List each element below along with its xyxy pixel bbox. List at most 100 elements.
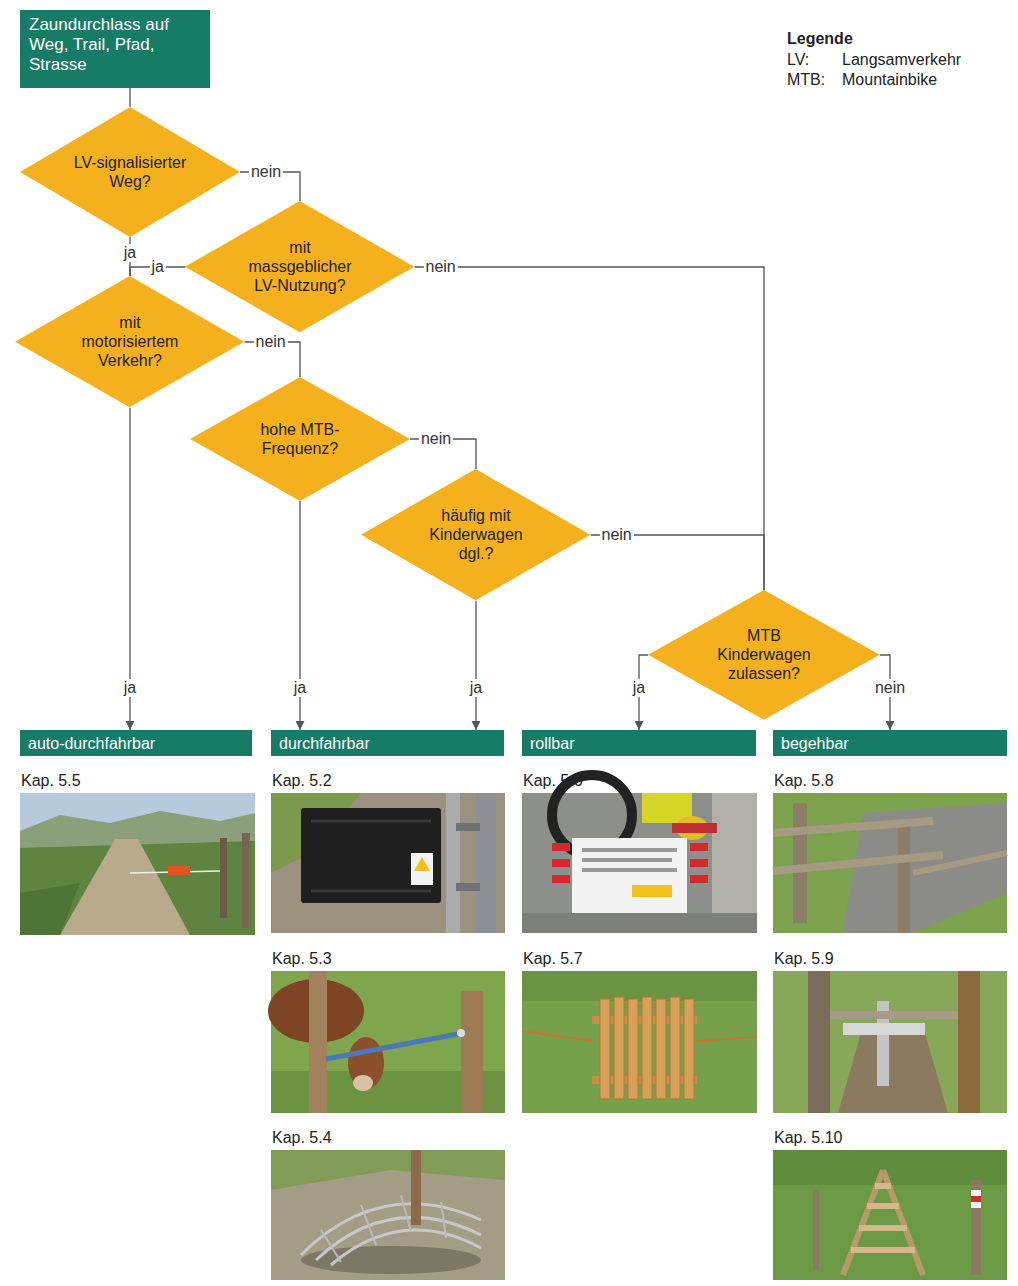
photo-ladder-stile-part (773, 1150, 1007, 1185)
connector (475, 601, 476, 730)
photo-slat-gate-part (642, 997, 652, 1099)
photo-grid-ramp-part (331, 1230, 481, 1265)
decision-diamond: hohe MTB-Frequenz? (190, 377, 410, 501)
chapter-ref: Kap. 5.5 (21, 772, 81, 790)
photo-bike-sign-part (582, 848, 677, 852)
photo-ladder-stile-part (773, 1150, 1007, 1280)
photo-fence-rails-part (913, 853, 1007, 873)
diamond-outline (20, 107, 240, 237)
photo-swing-gate-part (446, 793, 460, 933)
edge-label: ja (468, 679, 484, 697)
photo-ladder-stile-part (813, 1190, 819, 1270)
diamond-outline (190, 377, 410, 501)
photo-ladder-stile-part (859, 1225, 907, 1231)
decision-diamond-text: mit motorisiertem Verkehr? (72, 313, 188, 370)
photo-slat-gate-part (614, 997, 624, 1099)
decision-diamond-text: mit massgeblicher LV-Nutzung? (242, 238, 358, 295)
connector (129, 88, 130, 107)
photo-fence-rails-part (773, 855, 943, 871)
photo-ladder-stile (773, 1150, 1007, 1280)
photo-fence-rails-part (773, 821, 933, 833)
photo-cow-bar-part (309, 971, 327, 1113)
result-band: durchfahrbar (271, 730, 504, 756)
photo-bike-sign-part (582, 868, 677, 872)
photo-swing-gate-part (301, 808, 441, 903)
photo-grid-ramp-part (271, 1150, 505, 1190)
photo-grid-ramp-part (411, 1150, 421, 1225)
result-band: rollbar (522, 730, 756, 756)
result-band: auto-durchfahrbar (20, 730, 252, 756)
photo-fence-rails-part (773, 793, 1007, 933)
photo-slat-gate-part (522, 971, 757, 1113)
legend-abbreviation: LV: (787, 51, 809, 69)
legend-title: Legende (787, 30, 853, 48)
edge-label: nein (424, 258, 458, 276)
chapter-ref: Kap. 5.8 (774, 772, 834, 790)
photo-bike-sign (522, 775, 757, 933)
photo-grid-ramp (271, 1150, 505, 1280)
diamond-shape (20, 107, 240, 237)
photo-slat-gate-part (522, 1031, 592, 1041)
photo-slat-gate-part (670, 997, 680, 1099)
photo-ladder-stile-part (875, 1183, 891, 1189)
photo-road-gate-part (242, 833, 250, 928)
edge-label: nein (600, 526, 634, 544)
chapter-ref: Kap. 5.6 (523, 772, 583, 790)
chapter-ref: Kap. 5.2 (272, 772, 332, 790)
photo-grid-ramp-part (361, 1205, 376, 1245)
photo-swing-gate-part (311, 820, 431, 823)
photo-ladder-stile-part (971, 1180, 981, 1275)
photo-ladder-stile-part (971, 1196, 981, 1202)
legend-meaning: Mountainbike (842, 71, 937, 89)
result-band-text: begehbar (781, 734, 849, 753)
edge-label: nein (419, 430, 453, 448)
photo-road-gate-part (20, 793, 255, 935)
edge-label: nein (254, 333, 288, 351)
photo-grid-ramp-part (271, 1150, 505, 1280)
edge-label: ja (292, 679, 308, 697)
photo-bike-sign-part (712, 793, 757, 933)
decision-diamond-text: MTB Kinderwagen zulassen? (706, 626, 822, 683)
photo-bike-sign-part (690, 843, 708, 883)
chapter-ref: Kap. 5.9 (774, 950, 834, 968)
legend-meaning: Langsamverkehr (842, 51, 961, 69)
diamond-shape (361, 469, 590, 600)
photo-turnstile-part (838, 1026, 948, 1113)
result-band-text: auto-durchfahrbar (28, 734, 155, 753)
photo-slat-gate-part (600, 999, 610, 1099)
photo-turnstile-part (843, 1023, 925, 1035)
photo-slat-gate-part (628, 999, 638, 1099)
diamond-shape (648, 590, 880, 720)
photo-grid-ramp-part (316, 1217, 481, 1260)
photo-ladder-stile-part (851, 1247, 915, 1253)
result-band-text: durchfahrbar (279, 734, 370, 753)
chapter-ref: Kap. 5.10 (774, 1129, 843, 1147)
photo-bike-sign-part (572, 838, 687, 913)
edge-label: ja (149, 258, 165, 276)
photo-fence-rails-part (898, 823, 910, 933)
photo-road-gate-part (20, 883, 80, 935)
photo-cow-bar-part (353, 1075, 373, 1091)
photo-road-gate-part (60, 839, 190, 935)
diamond-shape (15, 276, 244, 407)
edge-label: ja (122, 244, 138, 262)
photo-ladder-stile-part (971, 1202, 981, 1208)
result-band-text: rollbar (530, 734, 574, 753)
chapter-ref: Kap. 5.4 (272, 1129, 332, 1147)
edge-label: ja (122, 679, 138, 697)
diamond-shape (190, 377, 410, 501)
photo-grid-ramp-part (441, 1202, 446, 1238)
photo-swing-gate-part (411, 853, 433, 885)
photo-cow-bar-part (326, 1033, 463, 1059)
photo-slat-gate-part (522, 971, 757, 1001)
connectors (130, 88, 890, 730)
photo-swing-gate-part (311, 890, 431, 893)
photo-ladder-stile-part (867, 1203, 899, 1209)
photo-swing-gate (271, 793, 505, 933)
decision-diamond: häufig mit Kinderwagen dgl.? (361, 469, 590, 600)
photo-cow-bar-part (457, 1029, 465, 1037)
photo-slat-gate-part (684, 999, 694, 1099)
photo-road-gate (20, 793, 255, 935)
